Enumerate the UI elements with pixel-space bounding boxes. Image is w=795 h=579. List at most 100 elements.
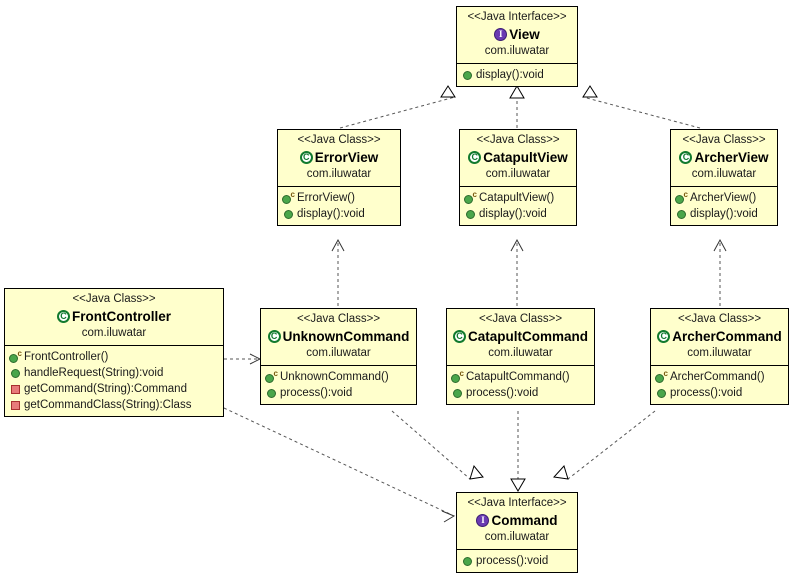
private-method-icon	[11, 384, 20, 394]
node-frontcontroller-stereotype: <<Java Class>>	[72, 293, 156, 305]
member-row[interactable]: c ArcherCommand()	[655, 369, 786, 385]
member-label: process():void	[280, 387, 353, 399]
node-frontcontroller-members: c FrontController() handleRequest(String…	[5, 346, 223, 416]
member-row[interactable]: c CatapultCommand()	[451, 369, 592, 385]
node-frontcontroller-name: FrontController	[72, 309, 171, 324]
node-command[interactable]: <<Java Interface>> Command com.iluwatar …	[456, 492, 578, 573]
node-catapultview-header: <<Java Class>> CatapultView com.iluwatar	[460, 130, 576, 186]
interface-icon	[494, 28, 508, 41]
member-label: process():void	[670, 387, 743, 399]
node-command-header: <<Java Interface>> Command com.iluwatar	[457, 493, 577, 549]
node-catapultcommand-stereotype: <<Java Class>>	[478, 313, 563, 325]
public-method-icon	[463, 70, 472, 80]
node-archerview-name-row: ArcherView	[677, 149, 771, 166]
node-catapultview-members: c CatapultView() display():void	[460, 187, 576, 225]
divider	[261, 365, 416, 366]
node-catapultview[interactable]: <<Java Class>> CatapultView com.iluwatar…	[459, 129, 577, 226]
node-errorview[interactable]: <<Java Class>> ErrorView com.iluwatar c …	[277, 129, 401, 226]
public-method-icon	[267, 388, 276, 398]
class-icon	[267, 330, 281, 343]
node-archerview-members: c ArcherView() display():void	[671, 187, 777, 225]
node-catapultcommand[interactable]: <<Java Class>> CatapultCommand com.iluwa…	[446, 308, 595, 405]
node-view-stereotype: <<Java Interface>>	[467, 11, 567, 23]
node-catapultview-package: com.iluwatar	[485, 168, 551, 180]
member-row[interactable]: display():void	[675, 206, 775, 222]
member-row[interactable]: process():void	[655, 385, 786, 401]
node-unknowncommand-package: com.iluwatar	[306, 347, 371, 359]
node-command-name-row: Command	[463, 512, 571, 529]
node-catapultview-stereotype: <<Java Class>>	[476, 134, 560, 146]
node-view[interactable]: <<Java Interface>> View com.iluwatar dis…	[456, 6, 578, 87]
constructor-icon: c	[464, 190, 477, 204]
public-method-icon	[463, 556, 472, 566]
node-view-package: com.iluwatar	[484, 45, 550, 57]
member-label: handleRequest(String):void	[24, 367, 164, 379]
edge-frontcontroller-uses-unknowncommand	[224, 353, 262, 365]
member-row[interactable]: display():void	[464, 206, 574, 222]
node-command-package: com.iluwatar	[484, 531, 550, 543]
member-row[interactable]: c ArcherView()	[675, 190, 775, 206]
node-frontcontroller[interactable]: <<Java Class>> FrontController com.iluwa…	[4, 288, 224, 417]
node-unknowncommand-members: c UnknownCommand() process():void	[261, 366, 416, 404]
node-command-members: process():void	[457, 550, 577, 572]
member-row[interactable]: display():void	[282, 206, 398, 222]
member-row[interactable]: process():void	[265, 385, 414, 401]
divider	[457, 549, 577, 550]
edge-archercommand-uses-archerview	[713, 238, 727, 306]
class-icon	[57, 310, 70, 323]
node-archercommand-header: <<Java Class>> ArcherCommand com.iluwata…	[651, 309, 788, 365]
edge-catapultcommand-implements-command	[510, 411, 526, 492]
edge-unknowncommand-uses-errorview	[331, 238, 345, 306]
member-row[interactable]: process():void	[461, 553, 575, 569]
node-archercommand-name-row: ArcherCommand	[657, 328, 782, 345]
divider	[457, 63, 577, 64]
node-archercommand-package: com.iluwatar	[687, 347, 752, 359]
node-unknowncommand-name: UnknownCommand	[282, 329, 410, 344]
member-row[interactable]: getCommandClass(String):Class	[9, 397, 221, 413]
member-label: getCommand(String):Command	[24, 383, 187, 395]
member-label: display():void	[476, 69, 544, 81]
member-label: ArcherCommand()	[670, 371, 765, 383]
node-archercommand[interactable]: <<Java Class>> ArcherCommand com.iluwata…	[650, 308, 789, 405]
member-row[interactable]: process():void	[451, 385, 592, 401]
divider	[447, 365, 594, 366]
node-catapultcommand-name: CatapultCommand	[468, 329, 589, 344]
member-row[interactable]: getCommand(String):Command	[9, 381, 221, 397]
constructor-icon: c	[9, 349, 22, 363]
constructor-icon: c	[675, 190, 688, 204]
constructor-icon: c	[451, 369, 464, 383]
edge-frontcontroller-uses-command	[223, 407, 456, 523]
node-command-stereotype: <<Java Interface>>	[467, 497, 567, 509]
node-frontcontroller-name-row: FrontController	[11, 308, 217, 325]
node-archerview-stereotype: <<Java Class>>	[682, 134, 766, 146]
node-archerview[interactable]: <<Java Class>> ArcherView com.iluwatar c…	[670, 129, 778, 226]
interface-icon	[476, 514, 490, 527]
member-label: display():void	[297, 208, 365, 220]
member-row[interactable]: display():void	[461, 67, 575, 83]
node-catapultcommand-package: com.iluwatar	[488, 347, 553, 359]
member-row[interactable]: handleRequest(String):void	[9, 365, 221, 381]
class-icon	[657, 330, 671, 343]
member-label: ErrorView()	[297, 192, 355, 204]
node-catapultcommand-members: c CatapultCommand() process():void	[447, 366, 594, 404]
node-archercommand-stereotype: <<Java Class>>	[677, 313, 762, 325]
node-archercommand-members: c ArcherCommand() process():void	[651, 366, 788, 404]
divider	[278, 186, 400, 187]
member-row[interactable]: c CatapultView()	[464, 190, 574, 206]
member-label: display():void	[479, 208, 547, 220]
member-row[interactable]: c ErrorView()	[282, 190, 398, 206]
divider	[671, 186, 777, 187]
constructor-icon: c	[282, 190, 295, 204]
node-errorview-header: <<Java Class>> ErrorView com.iluwatar	[278, 130, 400, 186]
node-unknowncommand[interactable]: <<Java Class>> UnknownCommand com.iluwat…	[260, 308, 417, 405]
constructor-icon: c	[655, 369, 668, 383]
member-label: FrontController()	[24, 351, 109, 363]
edge-archercommand-implements-command	[552, 410, 656, 480]
node-command-name: Command	[491, 513, 558, 528]
edge-unknowncommand-implements-command	[391, 410, 484, 480]
member-row[interactable]: c FrontController()	[9, 349, 221, 365]
node-archerview-name: ArcherView	[694, 150, 769, 165]
node-errorview-stereotype: <<Java Class>>	[297, 134, 381, 146]
class-icon	[679, 151, 693, 164]
member-row[interactable]: c UnknownCommand()	[265, 369, 414, 385]
